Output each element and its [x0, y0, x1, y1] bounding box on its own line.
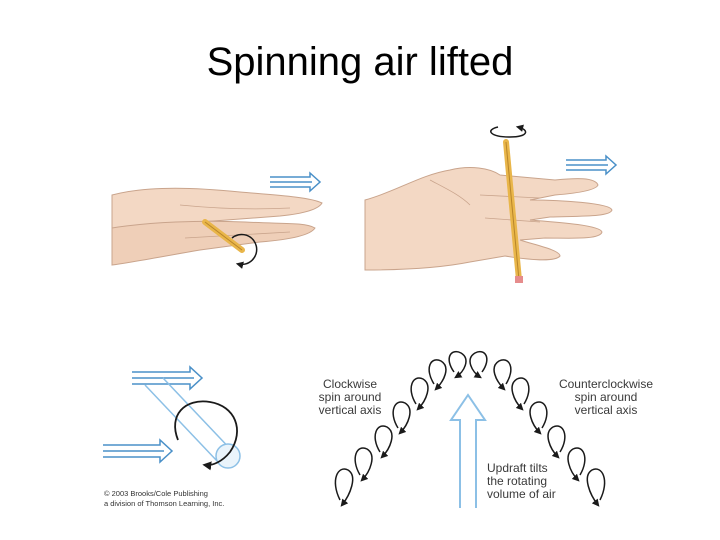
counterclockwise-label-line: spin around [574, 390, 638, 404]
motion-arrow-icon [566, 154, 618, 176]
updraft-vortices-illustration [334, 351, 606, 508]
vortex-loops [334, 351, 606, 507]
counterclockwise-label: Counterclockwise spin around vertical ax… [553, 378, 659, 417]
updraft-label: Updraft tilts the rotating volume of air [487, 462, 577, 501]
hand-with-vertical-pencil-illustration [364, 124, 613, 283]
updraft-label-line: the rotating [487, 474, 548, 488]
clockwise-label-line: spin around [318, 390, 382, 404]
counterclockwise-label-line: Counterclockwise [558, 377, 654, 391]
hands-rubbing-pencil-illustration [111, 187, 323, 269]
motion-arrow-icon [270, 171, 322, 193]
clockwise-label: Clockwise spin around vertical axis [300, 378, 400, 417]
credit-line: a division of Thomson Learning, Inc. [104, 499, 225, 508]
credit-line: © 2003 Brooks/Cole Publishing [104, 489, 208, 498]
copyright-credit: © 2003 Brooks/Cole Publishing a division… [104, 489, 224, 509]
page-title: Spinning air lifted [206, 40, 514, 84]
updraft-label-line: volume of air [487, 487, 556, 501]
rotating-air-tube-illustration [103, 365, 241, 471]
counterclockwise-label-line: vertical axis [574, 403, 638, 417]
updraft-label-line: Updraft tilts [487, 461, 548, 475]
clockwise-label-line: vertical axis [318, 403, 382, 417]
clockwise-label-line: Clockwise [322, 377, 377, 391]
